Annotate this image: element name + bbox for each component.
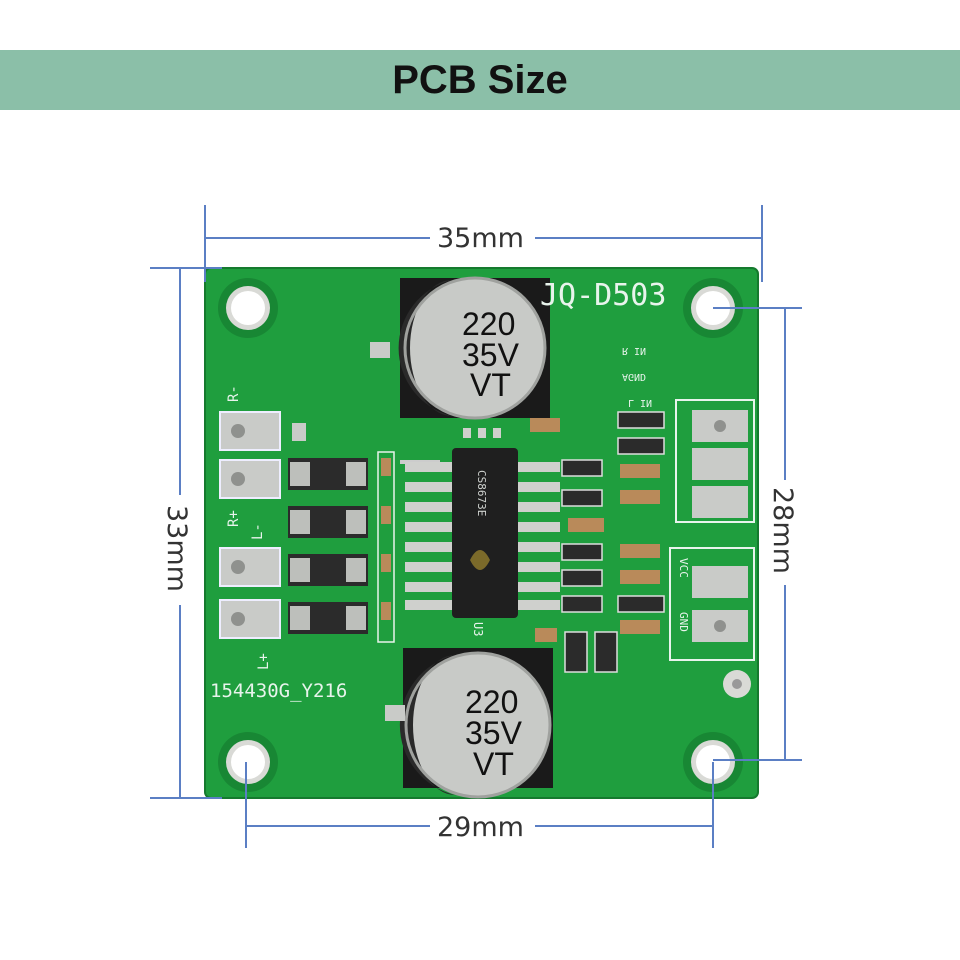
title-bar: PCB Size <box>0 50 960 110</box>
label-r-minus: R- <box>226 385 242 402</box>
label-l-plus: L+ <box>256 653 272 670</box>
model-label: JQ-D503 <box>540 278 666 313</box>
filter-inductors <box>288 451 395 643</box>
page-title: PCB Size <box>392 57 568 102</box>
dimension-width-top: 35mm <box>437 223 524 254</box>
label-u3: U3 <box>471 622 485 636</box>
chip-marking: CS8673E <box>475 470 488 516</box>
input-header <box>675 399 755 523</box>
capacitor-top: 220 35V VT <box>370 276 550 420</box>
label-l-in: L IN <box>628 397 652 408</box>
capacitor-bottom: 220 35V VT <box>385 648 553 799</box>
capacitor-bottom-value: 220 <box>465 684 518 720</box>
label-gnd: GND <box>677 612 690 632</box>
dimension-height-left: 33mm <box>161 505 192 592</box>
label-l-minus: L- <box>250 523 266 540</box>
speaker-pads <box>219 411 306 639</box>
power-header <box>669 547 755 698</box>
mounting-hole-bottom-left <box>218 732 278 792</box>
capacitor-top-voltage: 35V <box>462 337 520 373</box>
smd-components <box>463 411 665 673</box>
capacitor-top-series: VT <box>470 367 511 403</box>
label-agnd: AGND <box>622 371 646 382</box>
dimension-height-right: 28mm <box>767 487 798 574</box>
capacitor-bottom-series: VT <box>473 746 514 782</box>
dimension-lines <box>150 205 802 848</box>
board-code-label: 154430G_Y216 <box>210 680 347 702</box>
label-vcc: VCC <box>677 558 690 578</box>
capacitor-top-value: 220 <box>462 306 515 342</box>
capacitor-bottom-voltage: 35V <box>465 715 523 751</box>
label-r-in: R IN <box>622 345 646 356</box>
mounting-hole-top-left <box>218 278 278 338</box>
dimension-width-bottom: 29mm <box>437 812 524 843</box>
amplifier-ic: CS8673E <box>400 448 560 618</box>
label-r-plus: R+ <box>226 510 242 527</box>
